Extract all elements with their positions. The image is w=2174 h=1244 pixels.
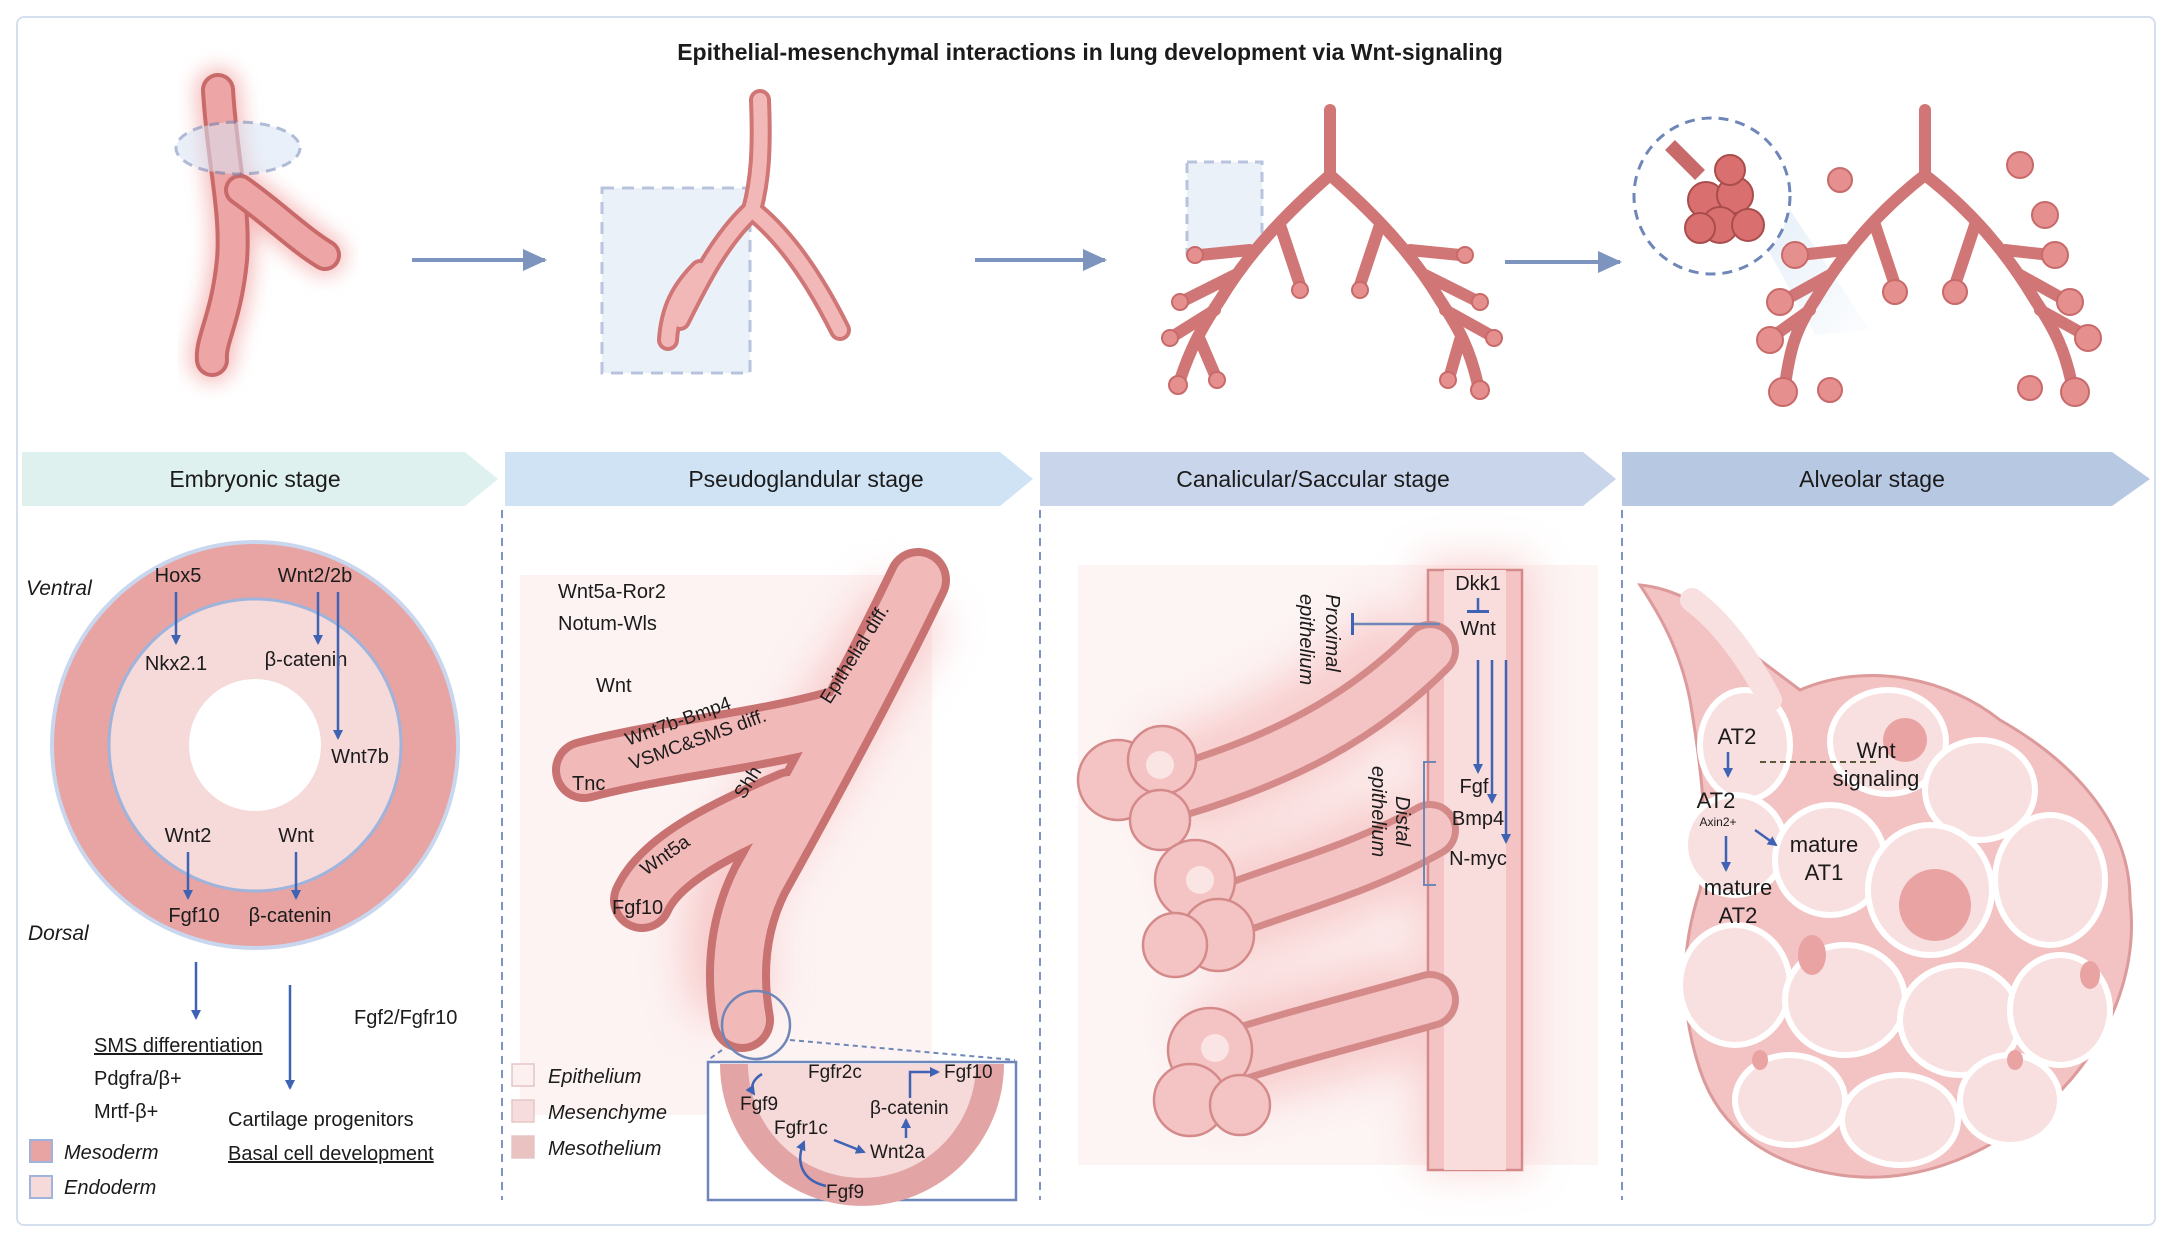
- proximal-label-1: Proximal: [1321, 594, 1343, 672]
- wnt22b-label: Wnt2/2b: [278, 565, 352, 587]
- legend-swatch-epithelium: [511, 1063, 535, 1087]
- stage-label-alveolar: Alveolar stage: [1799, 466, 1945, 492]
- wnt-signaling-label-1: Wnt: [1856, 738, 1895, 763]
- pseudoglandular-lung-illustration: [600, 89, 851, 375]
- zoom-circle: [720, 989, 792, 1061]
- lumen: [189, 679, 321, 811]
- arrow-to-fgf9: [745, 1072, 763, 1096]
- arrow-at2-mature-at1: [1754, 828, 1778, 847]
- mature-at2-label-1: mature: [1704, 875, 1772, 900]
- legend-mesoderm: Mesoderm: [64, 1142, 158, 1164]
- at2-mid-label: AT2: [1697, 788, 1736, 813]
- stage-label-pseudoglandular: Pseudoglandular stage: [688, 466, 923, 492]
- fgf-label: Fgf: [1460, 776, 1489, 798]
- ventral-label: Ventral: [26, 577, 93, 600]
- wnt-label-cs: Wnt: [1460, 618, 1496, 640]
- cartilage-progenitors-label: Cartilage progenitors: [228, 1109, 414, 1131]
- mature-at2-label-2: AT2: [1719, 903, 1758, 928]
- distal-label-2: epithelium: [1367, 766, 1389, 857]
- embryonic-foregut-illustration: [174, 68, 345, 382]
- alveolar-lung-illustration: [1632, 104, 2102, 407]
- hox5-label: Hox5: [155, 565, 202, 587]
- legend-swatch-endoderm: [29, 1175, 53, 1199]
- stage-label-canalicular: Canalicular/Saccular stage: [1176, 466, 1450, 492]
- legend-swatch-mesothelium: [511, 1135, 535, 1159]
- notum-wls-label: Notum-Wls: [558, 613, 657, 635]
- figure-frame: [16, 16, 2156, 1226]
- distal-label-1: Distal: [1391, 796, 1413, 847]
- inset-wnt2a: Wnt2a: [870, 1142, 925, 1163]
- inset-fgf9-bottom: Fgf9: [826, 1182, 864, 1203]
- fgf10-label: Fgf10: [168, 905, 219, 927]
- inset-fgf10: Fgf10: [944, 1062, 993, 1083]
- inset-fgfr1c: Fgfr1c: [774, 1118, 828, 1139]
- bcatenin-bottom-label: β-catenin: [249, 905, 332, 927]
- fgf2-fgfr10-label: Fgf2/Fgfr10: [354, 1007, 457, 1029]
- mrtf-label: Mrtf-β+: [94, 1101, 158, 1123]
- wnt-label: Wnt: [278, 825, 314, 847]
- wnt-signaling-label-2: signaling: [1833, 766, 1920, 791]
- legend-mesothelium: Mesothelium: [548, 1138, 661, 1160]
- wnt2-label: Wnt2: [165, 825, 212, 847]
- nkx21-label: Nkx2.1: [145, 653, 207, 675]
- alveolar-panel: AT2 Wnt signaling AT2 Axin2+ mature AT1 …: [1636, 583, 2133, 1179]
- stage-banner-3: [1040, 452, 1616, 506]
- figure-title: Epithelial-mesenchymal interactions in l…: [677, 39, 1503, 65]
- inset-fgf9-top: Fgf9: [740, 1094, 778, 1115]
- legend-mesenchyme: Mesenchyme: [548, 1102, 667, 1124]
- inset-fgfr2c: Fgfr2c: [808, 1062, 862, 1083]
- wnt5a-ror2-label: Wnt5a-Ror2: [558, 581, 666, 603]
- arrow-bcatenin-fgf10: [908, 1067, 940, 1098]
- inset-bcatenin: β-catenin: [870, 1098, 949, 1119]
- pdgfra-label: Pdgfra/β+: [94, 1068, 182, 1090]
- stage-label-embryonic: Embryonic stage: [169, 466, 340, 492]
- axin2-label: Axin2+: [1699, 815, 1736, 829]
- legend-swatch-mesenchyme: [511, 1099, 535, 1123]
- stage-banner-1: [22, 452, 498, 506]
- arrow-fgf9-fgfr1c: [796, 1140, 827, 1188]
- sms-differentiation-label: SMS differentiation: [94, 1035, 263, 1057]
- legend-swatch-mesoderm: [29, 1139, 53, 1163]
- dorsal-label: Dorsal: [28, 922, 90, 945]
- nmyc-label: N-myc: [1449, 848, 1507, 870]
- stage-banner-4: [1622, 452, 2150, 506]
- bmp4-label: Bmp4: [1452, 808, 1504, 830]
- mature-at1-label-2: AT1: [1805, 860, 1844, 885]
- dkk1-label: Dkk1: [1455, 573, 1501, 595]
- mature-at1-label-1: mature: [1790, 832, 1858, 857]
- legend-epithelium: Epithelium: [548, 1066, 641, 1088]
- basal-cell-label: Basal cell development: [228, 1143, 434, 1165]
- panel-separators: [501, 510, 1623, 1200]
- canalicular-panel: Dkk1 Wnt Proximal epithelium Distal epit…: [1076, 560, 1598, 1172]
- canalicular-lung-illustration: [1161, 104, 1503, 400]
- proximal-label-2: epithelium: [1295, 594, 1317, 685]
- stage-banner-2: [505, 452, 1033, 506]
- embryonic-panel: Ventral Dorsal Hox5 Wnt2/2b Nkx2.1 β-cat…: [26, 540, 460, 1199]
- wnt7b-label: Wnt7b: [331, 746, 389, 768]
- wnt-label-pg: Wnt: [596, 675, 632, 697]
- pseudoglandular-panel: Wnt5a-Ror2 Notum-Wls Wnt Wnt7b-Bmp4 VSMC…: [511, 548, 1018, 1206]
- at2-top-label: AT2: [1718, 724, 1757, 749]
- bcatenin-top-label: β-catenin: [265, 649, 348, 671]
- fgf10-label-pg: Fgf10: [612, 897, 663, 919]
- tnc-label: Tnc: [572, 773, 605, 795]
- legend-endoderm: Endoderm: [64, 1177, 156, 1199]
- arrow-fgfr1c-wnt2a: [833, 1138, 866, 1154]
